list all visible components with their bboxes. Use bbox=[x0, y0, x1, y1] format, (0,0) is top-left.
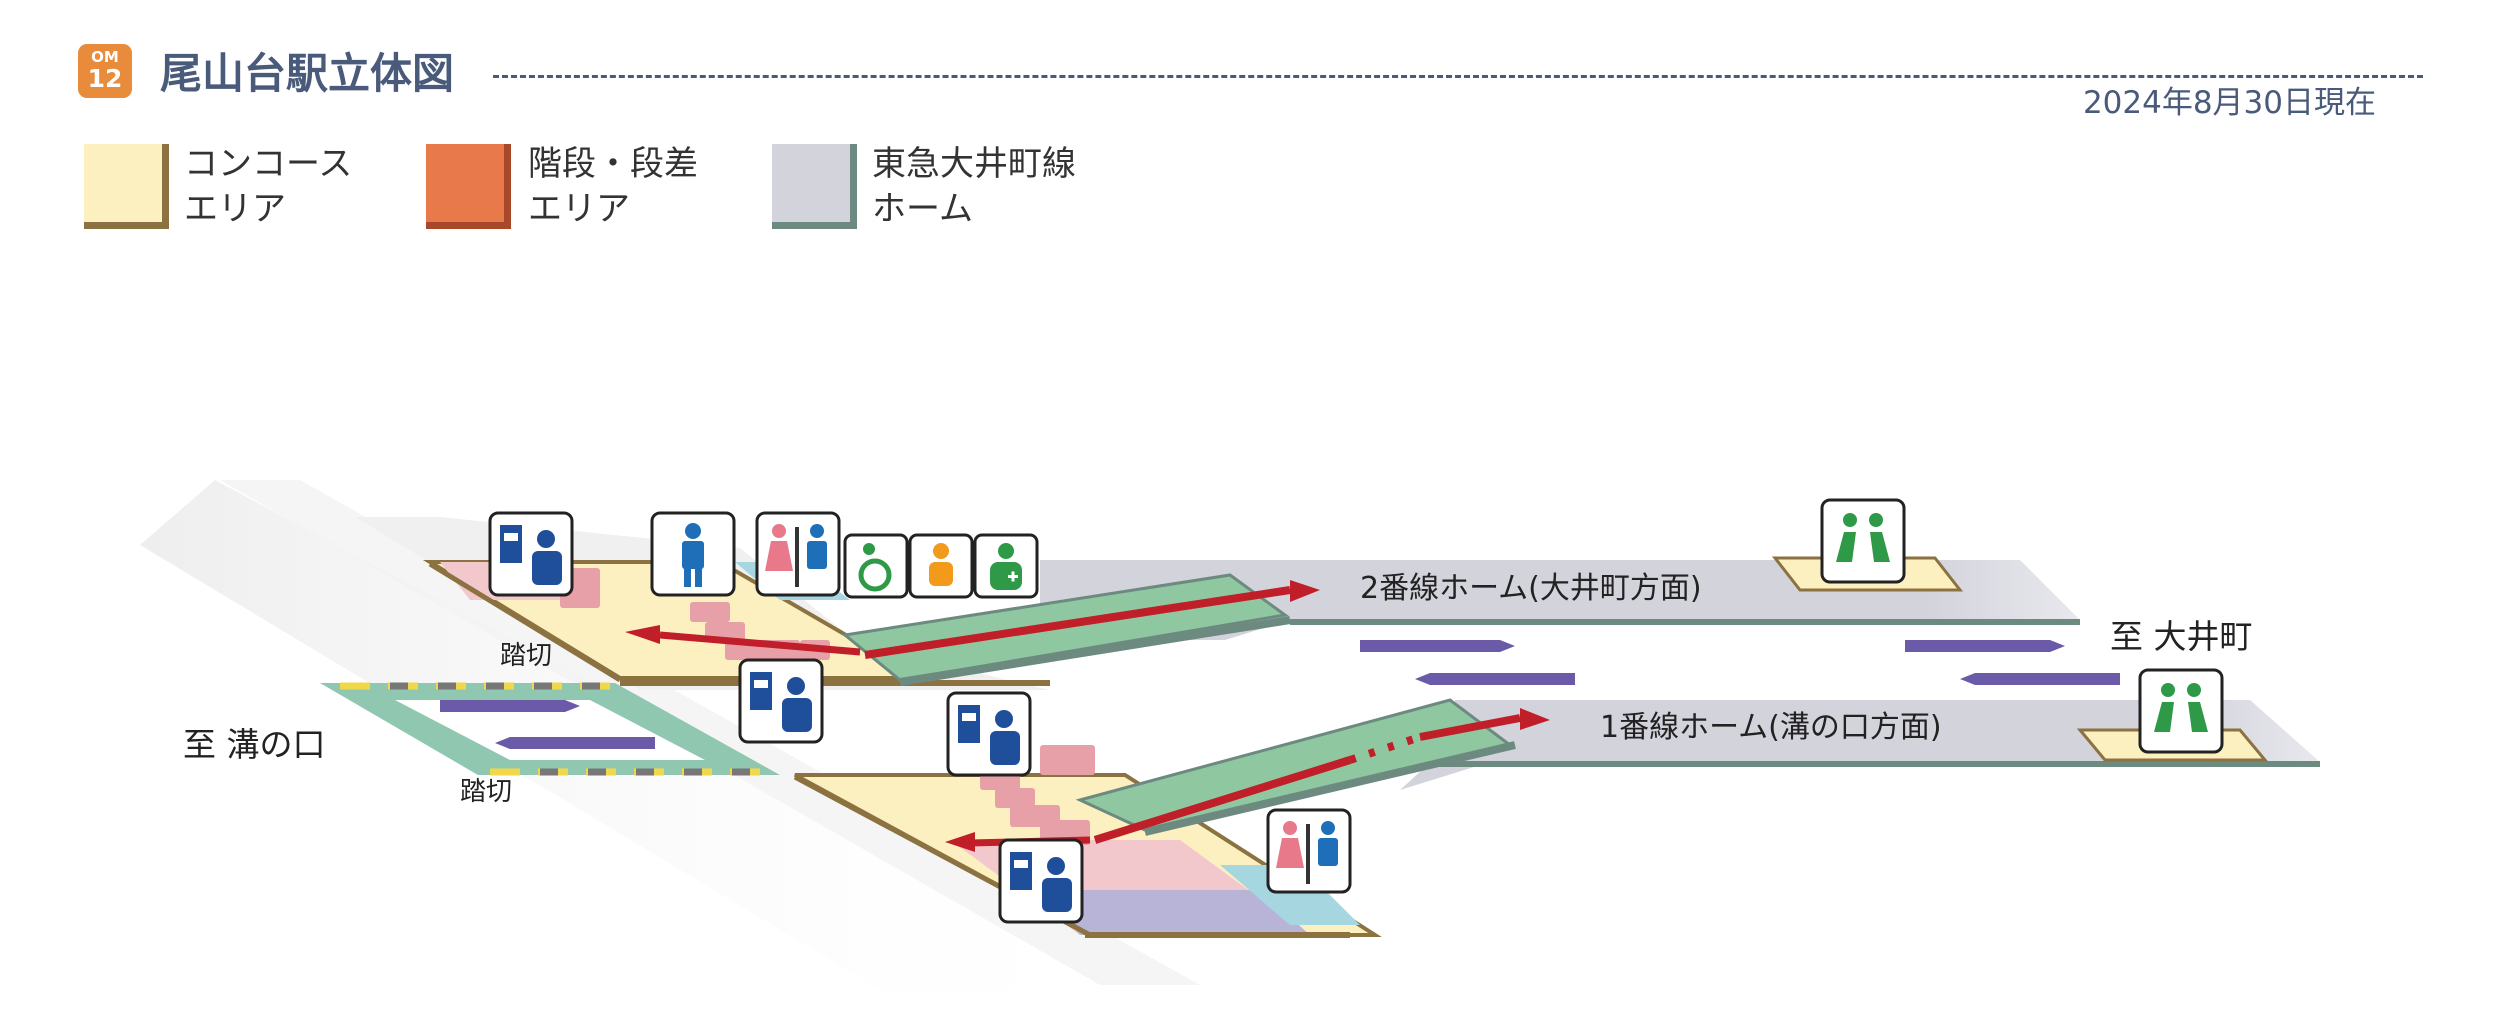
waiting-bench-icon bbox=[2138, 668, 2224, 754]
update-date: 2024年8月30日現在 bbox=[2082, 85, 2376, 121]
direction-label-west: 至 溝の口 bbox=[183, 725, 326, 764]
legend-label-platform: 東急大井町線 ホーム bbox=[872, 144, 1076, 229]
legend-swatch-concourse bbox=[84, 144, 169, 229]
direction-label-east: 至 大井町 bbox=[2110, 617, 2253, 656]
header: OM 12 尾山台駅立体図 2024年8月30日現在 bbox=[78, 42, 2428, 122]
restroom-male-icon bbox=[650, 511, 736, 597]
title-divider bbox=[493, 75, 2423, 78]
legend-label-stairs: 階段・段差 エリア bbox=[528, 144, 698, 229]
stairs-lower bbox=[980, 745, 1095, 845]
ostomate-icon bbox=[973, 533, 1039, 599]
route-arrow-platform-2 bbox=[625, 580, 1320, 659]
restroom-icon bbox=[755, 511, 841, 597]
ticket-machine-icon bbox=[488, 511, 574, 597]
crossing-label-upper: 踏切 bbox=[500, 641, 552, 671]
accessible-toilet-icon bbox=[843, 533, 909, 599]
baby-care-icon bbox=[908, 533, 974, 599]
ticket-machine-icon bbox=[998, 838, 1084, 924]
ticket-machine-icon bbox=[738, 658, 824, 744]
badge-line-code: OM bbox=[91, 48, 119, 66]
page-title: 尾山台駅立体図 bbox=[160, 49, 455, 98]
platform-1-label: 1番線ホーム(溝の口方面) bbox=[1600, 710, 1942, 745]
platform-2-label: 2番線ホーム(大井町方面) bbox=[1360, 571, 1702, 606]
badge-station-number: 12 bbox=[87, 64, 123, 93]
platform-1 bbox=[1075, 698, 2320, 836]
legend-label-concourse: コンコース エリア bbox=[184, 144, 353, 229]
train-direction-arrows bbox=[440, 640, 2120, 749]
waiting-bench-icon bbox=[1820, 498, 1906, 584]
crossing-label-lower: 踏切 bbox=[460, 777, 512, 807]
legend-swatch-stairs bbox=[426, 144, 511, 229]
station-number-badge: OM 12 bbox=[78, 44, 132, 98]
legend-swatch-platform bbox=[772, 144, 857, 229]
ticket-machine-icon bbox=[946, 691, 1032, 777]
route-arrow-platform-1 bbox=[945, 708, 1550, 852]
restroom-icon bbox=[1266, 808, 1352, 894]
